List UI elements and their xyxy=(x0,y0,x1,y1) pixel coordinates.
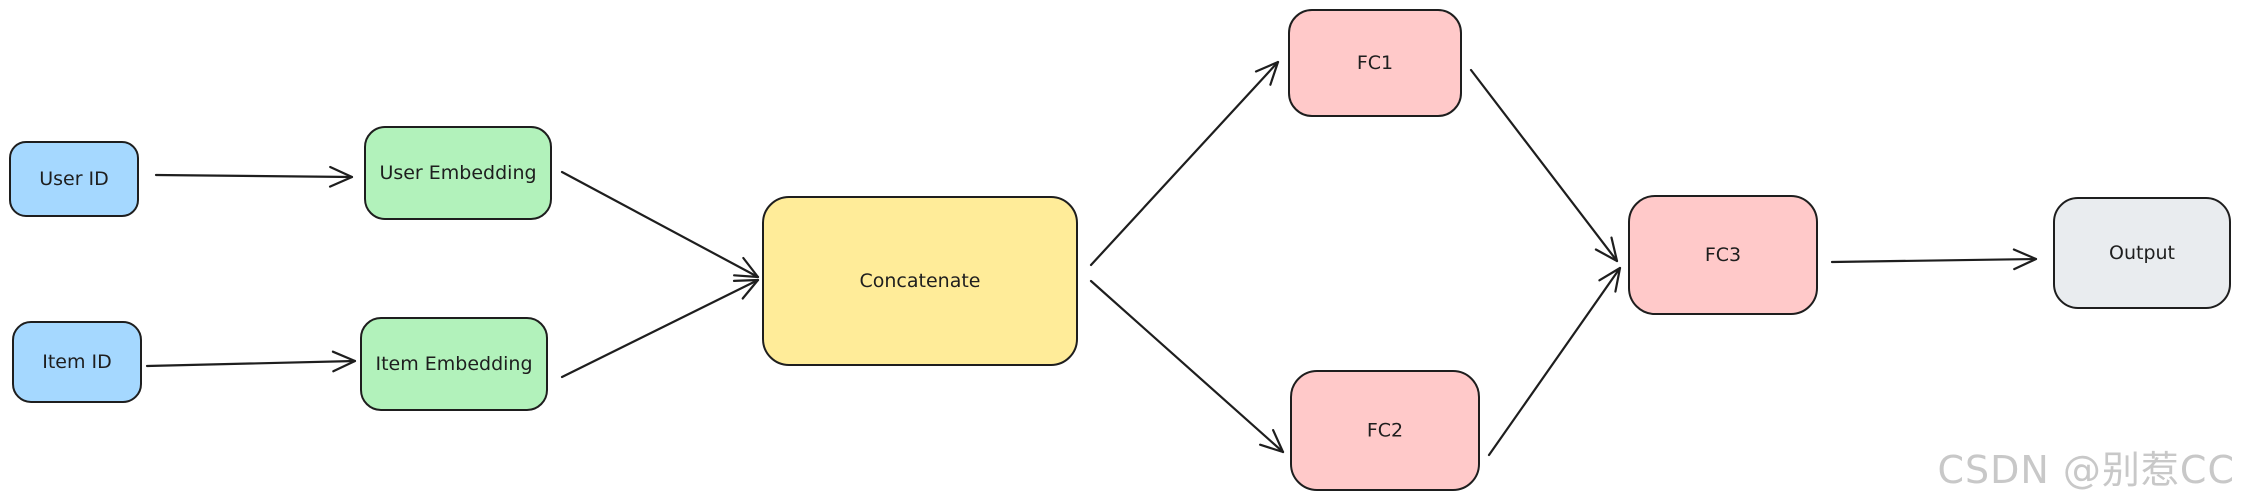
node-concatenate[interactable]: Concatenate xyxy=(762,196,1078,366)
node-label: User Embedding xyxy=(379,162,536,184)
node-box xyxy=(1288,9,1462,117)
edge-concatenate-to-fc2 xyxy=(1089,279,1285,454)
node-box xyxy=(1628,195,1818,315)
edge-line xyxy=(1089,279,1285,454)
node-box xyxy=(762,196,1078,366)
arrowhead-icon xyxy=(331,350,357,373)
node-fc3[interactable]: FC3 xyxy=(1628,195,1818,315)
edge-line xyxy=(1469,68,1619,263)
arrowhead-icon xyxy=(732,278,760,300)
edge-fc1-to-fc3 xyxy=(1469,68,1619,263)
node-label: FC3 xyxy=(1705,244,1741,266)
edge-user-embedding-to-concatenate xyxy=(560,170,760,279)
node-fc2[interactable]: FC2 xyxy=(1290,370,1480,491)
node-label: Concatenate xyxy=(860,270,981,292)
node-item-embedding[interactable]: Item Embedding xyxy=(360,317,548,411)
node-box xyxy=(12,321,142,403)
edge-line xyxy=(1487,266,1622,457)
node-user-id[interactable]: User ID xyxy=(9,141,139,217)
node-label: FC1 xyxy=(1357,52,1393,74)
node-box xyxy=(1290,370,1480,491)
node-label: Item ID xyxy=(42,351,112,373)
node-label: FC2 xyxy=(1367,420,1403,442)
arrowhead-icon xyxy=(733,256,760,279)
node-box xyxy=(9,141,139,217)
edge-line xyxy=(560,170,760,279)
node-label: User ID xyxy=(39,168,109,190)
edge-line xyxy=(1089,60,1280,267)
node-label: Output xyxy=(2109,242,2175,264)
edge-line xyxy=(145,359,357,368)
edge-line xyxy=(560,278,760,379)
edge-fc3-to-output xyxy=(1830,248,2038,271)
node-box xyxy=(364,126,552,220)
edge-line xyxy=(1830,257,2038,264)
node-box xyxy=(360,317,548,411)
node-label: Item Embedding xyxy=(375,353,532,375)
arrowhead-icon xyxy=(1594,236,1619,263)
edge-item-id-to-item-embedding xyxy=(145,350,357,373)
edge-concatenate-to-fc1 xyxy=(1089,60,1280,267)
edge-fc2-to-fc3 xyxy=(1487,266,1622,457)
node-item-id[interactable]: Item ID xyxy=(12,321,142,403)
arrowhead-icon xyxy=(1254,60,1280,86)
edge-line xyxy=(154,173,354,179)
arrowhead-icon xyxy=(328,165,354,188)
watermark: CSDN @别惹CC xyxy=(1937,448,2235,492)
node-fc1[interactable]: FC1 xyxy=(1288,9,1462,117)
edge-user-id-to-user-embedding xyxy=(154,165,354,188)
node-user-embedding[interactable]: User Embedding xyxy=(364,126,552,220)
edge-item-embedding-to-concatenate xyxy=(560,278,760,379)
arrowhead-icon xyxy=(1598,266,1622,293)
node-box xyxy=(2053,197,2231,309)
node-output[interactable]: Output xyxy=(2053,197,2231,309)
edges-layer xyxy=(145,60,2038,457)
arrowhead-icon xyxy=(2012,248,2038,271)
arrowhead-icon xyxy=(1259,429,1285,454)
